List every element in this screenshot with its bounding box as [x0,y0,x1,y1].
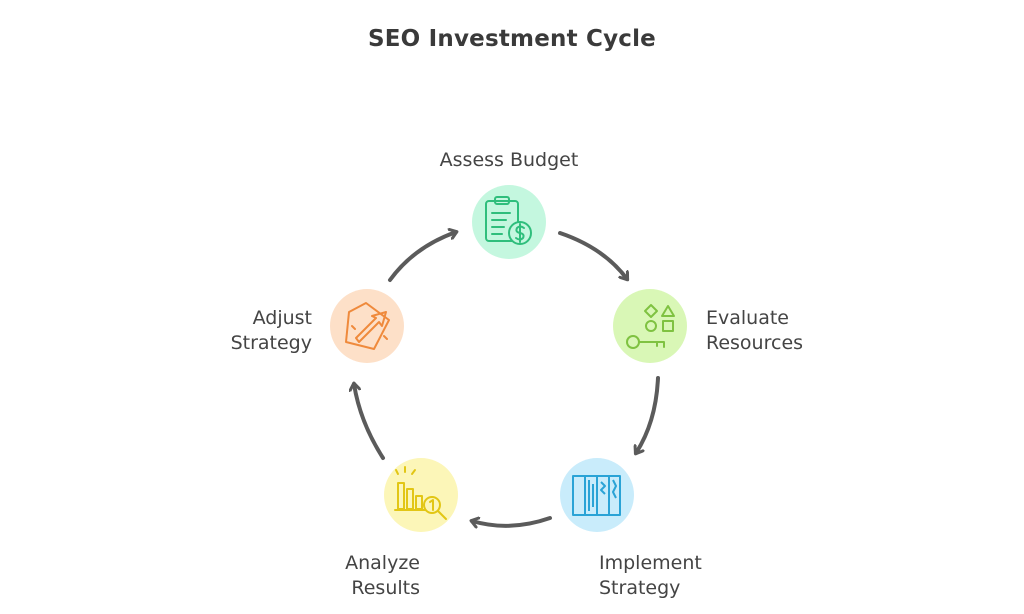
step-label-line: Results [351,577,420,599]
step-circle-evaluate-resources [613,289,687,363]
step-label-line: Adjust [252,307,312,329]
step-label-line: Implement [599,552,702,574]
diagram-title: SEO Investment Cycle [368,26,656,52]
step-circle-assess-budget [472,185,546,259]
step-label-line: Strategy [599,577,681,599]
results-chart-magnifier-icon [394,466,447,520]
step-label-line: Evaluate [706,307,789,329]
step-label-adjust-strategy: Adjust Strategy [152,306,312,356]
budget-clipboard-icon [485,196,532,245]
step-label-evaluate-resources: Evaluate Resources [706,306,866,356]
arrow-results-to-adjust [354,384,385,460]
step-label-line: Resources [706,332,804,354]
step-label-analyze-results: Analyze Results [260,551,420,601]
arrow-resources-to-implement [636,376,660,453]
step-label-line: Strategy [230,332,312,354]
adjust-arrow-icon [345,302,390,350]
step-label-implement-strategy: Implement Strategy [599,551,759,601]
strategy-columns-icon [572,475,621,516]
step-label-line: Analyze [345,552,420,574]
step-label-assess-budget: Assess Budget [409,148,609,173]
resources-shapes-key-icon [626,304,675,349]
step-label-line: Assess Budget [439,149,579,171]
arrow-adjust-to-budget [388,232,456,282]
arrow-implement-to-results [472,516,552,526]
arrow-budget-to-resources [558,231,627,279]
